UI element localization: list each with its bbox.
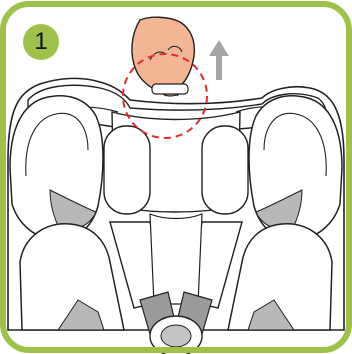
harness-buckle-inner <box>161 325 191 347</box>
headrest-left-pad <box>104 126 150 214</box>
seat-center-back <box>150 214 202 304</box>
step-number-badge: 1 <box>23 24 59 60</box>
arrow-up-icon <box>209 40 229 80</box>
headrest-adjust-handle <box>152 84 188 94</box>
headrest-right-pad <box>202 126 248 214</box>
